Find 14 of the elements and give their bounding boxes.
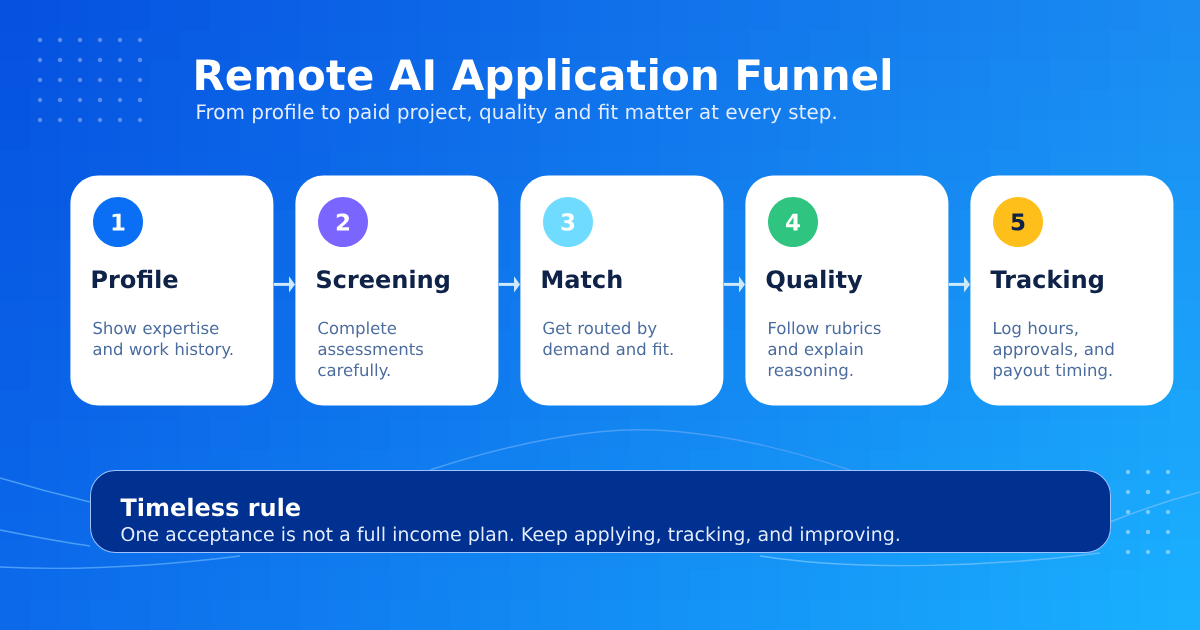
- step-title: Tracking: [990, 269, 1103, 294]
- title: Remote AI Application Funnel: [196, 58, 890, 99]
- step-title: Screening: [317, 269, 449, 294]
- step-description: Complete assessments carefully.: [318, 321, 423, 380]
- note-title: Timeless rule: [120, 497, 300, 517]
- step-description: Get routed by demand and fit.: [543, 321, 673, 356]
- step-description: Follow rubrics and explain reasoning.: [768, 321, 881, 380]
- step-description: Log hours, approvals, and payout timing.: [993, 321, 1114, 380]
- step-description: Show expertise and work history.: [93, 321, 233, 359]
- step-title: Match: [542, 269, 622, 289]
- step-title: Quality: [766, 269, 863, 294]
- note-text: One acceptance is not a full income plan. Keep applying, tracking, and improving.: [121, 526, 899, 545]
- step-title: Profile: [92, 269, 178, 289]
- subtitle: From profile to paid project, quality and fit matter at every step.: [197, 103, 836, 124]
